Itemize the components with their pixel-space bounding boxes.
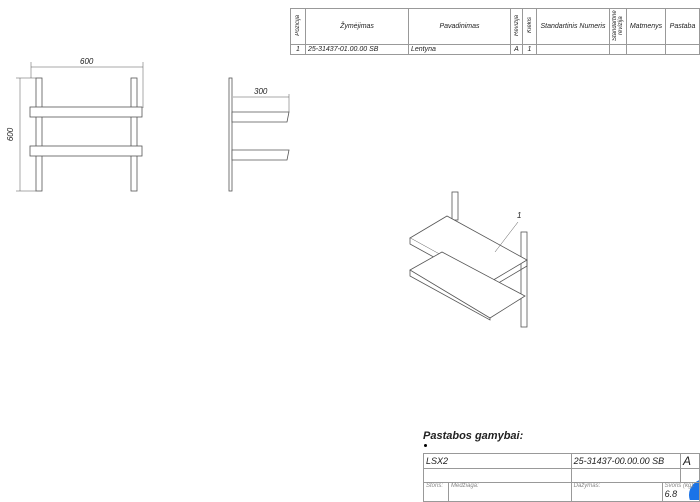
shelf-lower bbox=[29, 145, 143, 157]
title-name: LSX2 bbox=[423, 453, 572, 469]
side-view bbox=[228, 77, 290, 192]
upright-left bbox=[35, 77, 43, 192]
title-code: 25-31437-00.00.00 SB bbox=[570, 453, 682, 469]
cell-note bbox=[665, 44, 700, 55]
paint-label: Dažymas: bbox=[570, 482, 663, 502]
notes-title: Pastabos gamybai: bbox=[423, 430, 524, 442]
depth-dimension: 300 bbox=[254, 87, 268, 96]
front-view bbox=[16, 62, 144, 192]
title-block: LSX2 25-31437-00.00.00 SB A Storis: Medž… bbox=[423, 453, 700, 502]
weight-cell: Svoris (kg):6.8 bbox=[661, 482, 700, 502]
bom-header: Pastaba bbox=[665, 8, 700, 45]
shelf-upper bbox=[29, 106, 143, 118]
side-upright bbox=[228, 77, 233, 192]
side-shelf-lower bbox=[231, 149, 290, 161]
material-label: Medžiaga: bbox=[448, 482, 572, 502]
isometric-view bbox=[409, 191, 528, 328]
iso-shelf-lower bbox=[409, 251, 526, 319]
bom-header: Standartinis Numeris bbox=[536, 8, 610, 45]
upright-right bbox=[130, 77, 138, 192]
balloon-label: 1 bbox=[517, 211, 522, 220]
title-revision: A bbox=[680, 453, 700, 469]
bom-header: Žymėjimas bbox=[305, 8, 409, 45]
bom-header: Matmenys bbox=[626, 8, 666, 45]
table-row: 1 25-31437-01.00.00 SB Lentyna A 1 bbox=[290, 44, 700, 55]
height-dimension: 600 bbox=[6, 127, 16, 142]
bom-table: Pozicija Žymėjimas Pavadinimas Revizija … bbox=[290, 8, 700, 55]
bom-header: Pavadinimas bbox=[408, 8, 511, 45]
notes-bullet bbox=[424, 444, 427, 447]
thickness-label: Storis: bbox=[423, 482, 449, 502]
balloon-leader bbox=[494, 221, 519, 253]
width-dimension: 600 bbox=[80, 57, 94, 66]
weight-value: 6.8 bbox=[664, 489, 678, 499]
side-shelf-upper bbox=[231, 111, 290, 123]
